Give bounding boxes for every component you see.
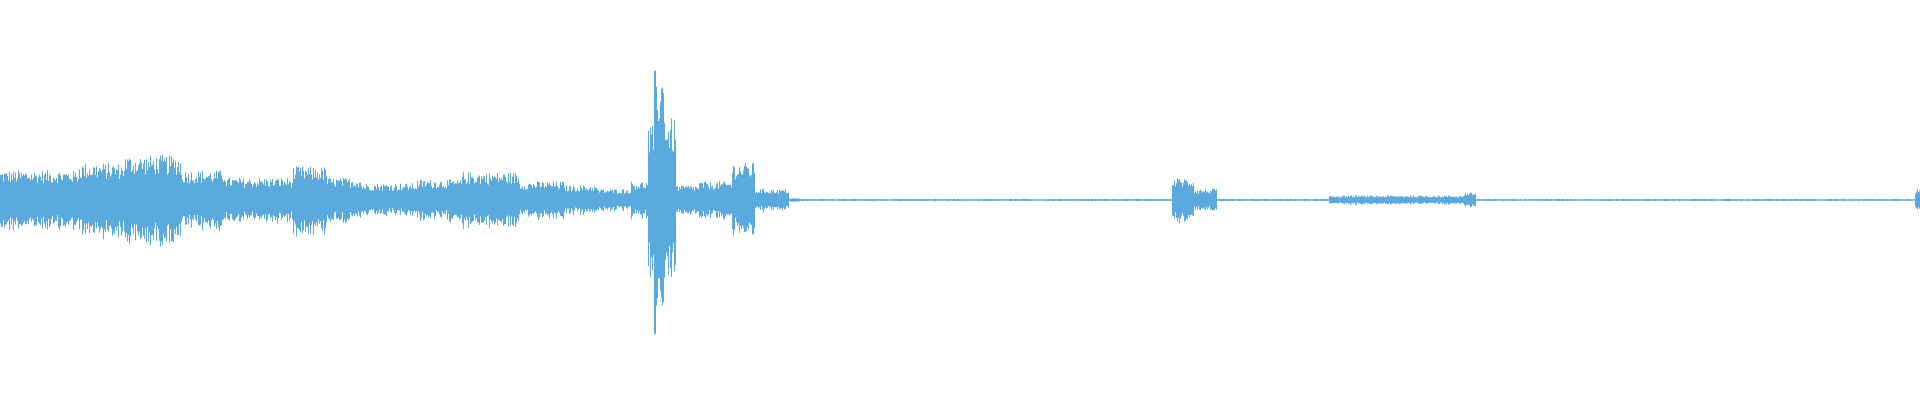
waveform-bars — [0, 70, 1920, 335]
waveform-path — [0, 70, 1920, 335]
